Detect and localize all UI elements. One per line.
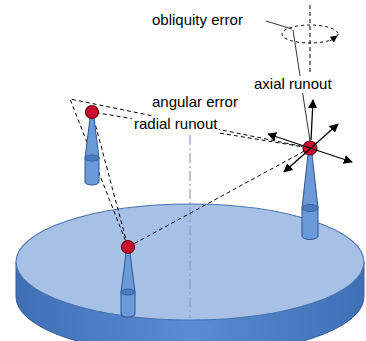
precession-ellipse xyxy=(282,25,338,43)
reference-axis xyxy=(310,5,311,72)
angular-error-label: angular error xyxy=(150,94,240,111)
axial-arrow xyxy=(311,100,313,140)
tangential-arrow xyxy=(284,124,338,172)
rotation-arrow xyxy=(330,36,337,41)
axial-runout-label: axial runout xyxy=(252,76,334,93)
probe xyxy=(121,241,135,318)
radial-arrow xyxy=(268,134,352,162)
probe xyxy=(85,106,99,186)
probe-triangle xyxy=(70,99,310,247)
obliquity-label: obliquity error xyxy=(150,12,245,29)
leader-line xyxy=(266,21,292,29)
radial-runout-label: radial runout xyxy=(132,116,219,133)
rotation-axis xyxy=(189,135,190,318)
probe xyxy=(302,141,318,240)
